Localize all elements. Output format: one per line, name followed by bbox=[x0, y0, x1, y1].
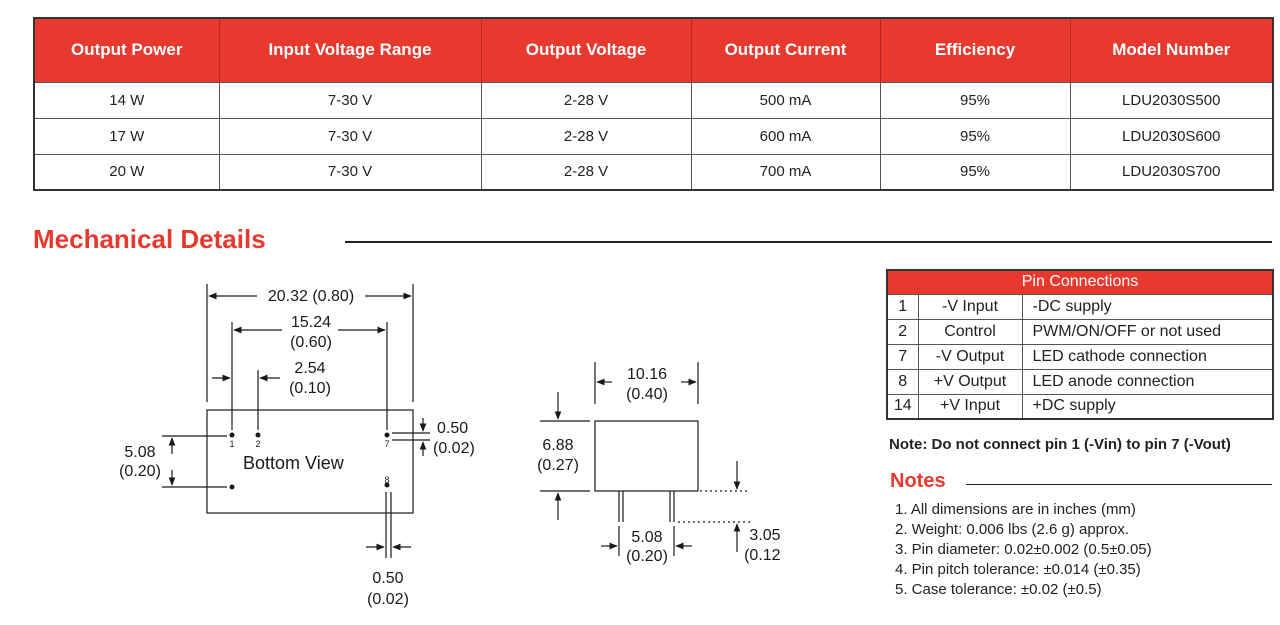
pin-number: 14 bbox=[886, 393, 919, 420]
bottom-view-outline bbox=[206, 409, 414, 514]
pin-label-7: 7 bbox=[384, 439, 389, 449]
spec-header-row: Output Power Input Voltage Range Output … bbox=[34, 18, 1273, 82]
header-input-voltage-range: Input Voltage Range bbox=[219, 18, 482, 82]
pin-label-8: 8 bbox=[384, 475, 389, 485]
pin-name: -V Output bbox=[917, 343, 1023, 370]
list-item: 2. Weight: 0.006 lbs (2.6 g) approx. bbox=[895, 521, 1130, 538]
pin-number: 2 bbox=[886, 318, 919, 345]
table-row: 14 +V Input +DC supply bbox=[886, 393, 1274, 420]
pin-name: -V Input bbox=[917, 293, 1023, 320]
pin-name: +V Input bbox=[917, 393, 1023, 420]
list-item: 5. Case tolerance: ±0.02 (±0.5) bbox=[895, 581, 1102, 598]
pin-label-2: 2 bbox=[255, 439, 260, 449]
notes-title: Notes bbox=[890, 470, 946, 492]
pin-function: LED cathode connection bbox=[1021, 343, 1274, 370]
mechanical-drawing: 1 2 7 8 Bottom View 20.32 (0.80) 15.24 (… bbox=[119, 284, 780, 608]
pin-function: +DC supply bbox=[1021, 393, 1274, 420]
cell-input-voltage: 7-30 V bbox=[219, 81, 482, 118]
dim-depth: 10.16 bbox=[627, 366, 667, 383]
cell-model-number: LDU2030S600 bbox=[1070, 117, 1273, 154]
dim-pitch-small: 2.54 bbox=[294, 360, 325, 377]
pin-14-dot bbox=[229, 484, 235, 490]
dim-pitch-small-in: (0.10) bbox=[289, 380, 331, 397]
pin-1-dot bbox=[229, 432, 235, 438]
pin-number: 8 bbox=[886, 368, 919, 395]
dim-body-height-in: (0.27) bbox=[537, 457, 579, 474]
pin-connections-title: Pin Connections bbox=[887, 270, 1274, 294]
dim-height-in: (0.20) bbox=[119, 463, 161, 480]
cell-output-current: 600 mA bbox=[691, 117, 881, 154]
pin-function: LED anode connection bbox=[1021, 368, 1274, 395]
cell-output-current: 700 mA bbox=[691, 153, 881, 190]
dim-pin-length: 3.05 bbox=[749, 527, 780, 544]
header-output-power: Output Power bbox=[34, 18, 220, 82]
cell-output-power: 20 W bbox=[34, 153, 220, 190]
cell-output-power: 17 W bbox=[34, 117, 220, 154]
pin-7-dot bbox=[384, 432, 390, 438]
pin-name: Control bbox=[917, 318, 1023, 345]
pin-number: 1 bbox=[886, 293, 919, 320]
pin-number: 7 bbox=[886, 343, 919, 370]
pin-label-1: 1 bbox=[229, 439, 234, 449]
list-item: 1. All dimensions are in inches (mm) bbox=[895, 501, 1136, 518]
table-row: 7 -V Output LED cathode connection bbox=[886, 343, 1274, 370]
header-output-current: Output Current bbox=[691, 18, 881, 82]
table-row: 2 Control PWM/ON/OFF or not used bbox=[886, 318, 1274, 345]
pin-8-dot bbox=[384, 482, 390, 488]
dim-pin-spacing-in: (0.20) bbox=[626, 548, 668, 565]
dim-width: 20.32 (0.80) bbox=[268, 288, 354, 305]
header-efficiency: Efficiency bbox=[880, 18, 1071, 82]
cell-output-voltage: 2-28 V bbox=[481, 81, 692, 118]
table-row: 8 +V Output LED anode connection bbox=[886, 368, 1274, 395]
list-item: 3. Pin diameter: 0.02±0.002 (0.5±0.05) bbox=[895, 541, 1152, 558]
cell-model-number: LDU2030S500 bbox=[1070, 81, 1273, 118]
table-row: 1 -V Input -DC supply bbox=[886, 293, 1274, 320]
cell-input-voltage: 7-30 V bbox=[219, 117, 482, 154]
dim-pin-offset-in: (0.02) bbox=[433, 440, 475, 457]
cell-efficiency: 95% bbox=[880, 81, 1071, 118]
dim-height: 5.08 bbox=[124, 444, 155, 461]
dim-pin-length-in: (0.12) bbox=[744, 547, 780, 564]
dim-pin-width-in: (0.02) bbox=[367, 591, 409, 608]
cell-output-current: 500 mA bbox=[691, 81, 881, 118]
dim-pin-offset: 0.50 bbox=[437, 420, 468, 437]
side-view-outline bbox=[594, 420, 699, 492]
spec-table: Output Power Input Voltage Range Output … bbox=[33, 17, 1274, 191]
table-row: 17 W 7-30 V 2-28 V 600 mA 95% LDU2030S60… bbox=[34, 117, 1273, 154]
pin-name: +V Output bbox=[917, 368, 1023, 395]
bottom-view-label: Bottom View bbox=[243, 453, 345, 473]
header-output-voltage: Output Voltage bbox=[481, 18, 692, 82]
cell-output-voltage: 2-28 V bbox=[481, 153, 692, 190]
cell-output-voltage: 2-28 V bbox=[481, 117, 692, 154]
pin-function: -DC supply bbox=[1021, 293, 1274, 320]
list-item: 4. Pin pitch tolerance: ±0.014 (±0.35) bbox=[895, 561, 1141, 578]
section-title: Mechanical Details bbox=[33, 224, 266, 254]
dim-body-height: 6.88 bbox=[542, 437, 573, 454]
notes-divider bbox=[966, 484, 1272, 485]
table-row: 14 W 7-30 V 2-28 V 500 mA 95% LDU2030S50… bbox=[34, 81, 1273, 118]
pin-2-dot bbox=[255, 432, 261, 438]
cell-model-number: LDU2030S700 bbox=[1070, 153, 1273, 190]
table-row: 20 W 7-30 V 2-28 V 700 mA 95% LDU2030S70… bbox=[34, 153, 1273, 190]
cell-output-power: 14 W bbox=[34, 81, 220, 118]
pin-connections-table: Pin Connections 1 -V Input -DC supply 2 … bbox=[886, 269, 1275, 420]
notes-list: 1. All dimensions are in inches (mm) 2. … bbox=[895, 500, 1152, 600]
dim-depth-in: (0.40) bbox=[626, 386, 668, 403]
section-divider bbox=[345, 241, 1272, 243]
dim-pin-spacing: 5.08 bbox=[631, 529, 662, 546]
cell-efficiency: 95% bbox=[880, 117, 1071, 154]
cell-efficiency: 95% bbox=[880, 153, 1071, 190]
cell-input-voltage: 7-30 V bbox=[219, 153, 482, 190]
dim-pin-width: 0.50 bbox=[372, 570, 403, 587]
dim-pitch-main-in: (0.60) bbox=[290, 334, 332, 351]
pin-connection-note: Note: Do not connect pin 1 (-Vin) to pin… bbox=[889, 436, 1231, 453]
dim-pitch-main: 15.24 bbox=[291, 314, 331, 331]
header-model-number: Model Number bbox=[1070, 18, 1273, 82]
pin-function: PWM/ON/OFF or not used bbox=[1021, 318, 1274, 345]
